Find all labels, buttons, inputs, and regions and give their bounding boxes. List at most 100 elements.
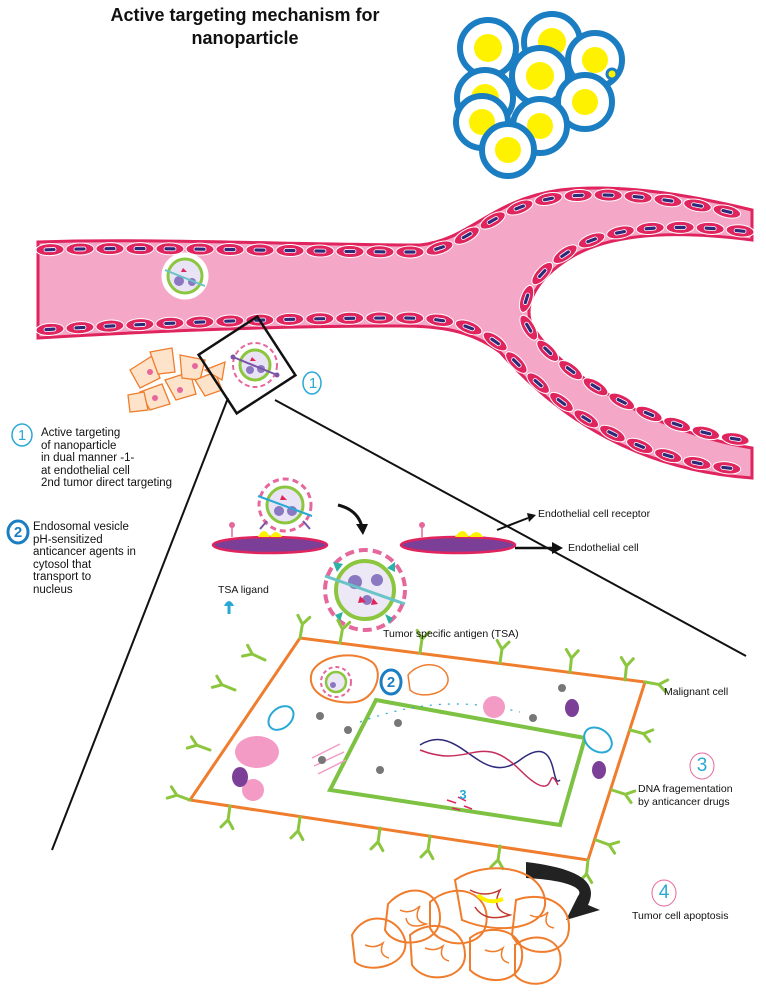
note-1-marker-circle — [11, 423, 33, 447]
endothelial-nucleus — [482, 331, 508, 352]
nanoparticle-in-zoom — [230, 342, 280, 388]
label-malignant-cell: Malignant cell — [664, 686, 729, 698]
dna-fragments — [446, 796, 473, 811]
apoptotic-chromatin — [364, 888, 555, 964]
tumor-cell-cluster-orange — [127, 347, 226, 413]
note-2-line: transport to — [33, 571, 92, 583]
antigen-receptor — [489, 844, 505, 871]
endothelial-nucleus — [335, 244, 365, 258]
dna-marker: 3 — [696, 755, 708, 776]
nucleus-marker: 3 — [459, 786, 467, 802]
label-apoptosis: Tumor cell apoptosis — [632, 910, 729, 922]
endothelial-nucleus — [275, 312, 305, 326]
curved-arrow-entry-head — [356, 524, 368, 535]
zoom-line-right — [274, 399, 747, 657]
endothelial-nucleus — [505, 351, 528, 374]
zoom-box — [196, 314, 298, 416]
note-1-line: of nanoparticle — [41, 439, 117, 452]
small-tumor-cell — [605, 67, 619, 81]
antigen-receptor — [564, 647, 580, 674]
endothelial-nucleus — [531, 261, 554, 286]
endothelial-nucleus — [582, 377, 609, 397]
note-1-line: 2nd tumor direct targeting — [41, 477, 173, 489]
endothelial-nucleus — [626, 437, 654, 454]
antigen-receptor — [495, 638, 511, 665]
apoptosis-arrow — [526, 862, 600, 920]
endothelial-nucleus — [654, 448, 683, 464]
endothelial-nucleus — [608, 392, 636, 411]
endothelial-cell-right — [399, 522, 517, 555]
note-2-number: 2 — [13, 523, 23, 541]
endothelial-nucleus — [125, 318, 155, 332]
nanoparticle-in-vessel — [161, 252, 209, 300]
note-2-line: nucleus — [33, 583, 73, 596]
receptor-pointer-head — [527, 513, 536, 522]
endothelial-nucleus — [683, 198, 712, 213]
endothelial-nucleus — [35, 243, 65, 257]
vessel-marker-circle — [302, 371, 322, 395]
endothelial-nucleus — [395, 245, 425, 259]
endothelial-nucleus — [695, 221, 725, 235]
endothelial-nucleus — [519, 314, 539, 341]
endothelial-nucleus — [305, 312, 335, 326]
endothelial-nucleus — [599, 424, 626, 443]
note-2-line: anticancer agents in — [33, 546, 136, 558]
antigen-receptor — [165, 785, 192, 802]
endothelial-nucleus — [35, 322, 65, 336]
antigen-receptor — [185, 735, 212, 752]
nanoparticle-in-endosome — [320, 666, 352, 698]
endothelial-nucleus — [720, 432, 750, 446]
diagram-title: Active targeting mechanism for nanoparti… — [80, 4, 410, 50]
endothelial-nucleus — [125, 242, 155, 256]
endothelial-nucleus — [305, 244, 335, 258]
tumor-cell-cluster — [453, 11, 625, 179]
antigen-receptor — [610, 788, 637, 805]
title-line-1: Active targeting mechanism for — [110, 5, 380, 25]
antigen-receptor — [419, 834, 435, 861]
antigen-receptor — [619, 655, 635, 682]
endothelial-nucleus — [453, 226, 480, 245]
endothelial-nucleus — [95, 319, 125, 333]
endothelial-nucleus — [518, 284, 535, 313]
endothelial-nucleus — [712, 461, 742, 475]
nanoparticle-approaching — [257, 477, 313, 533]
endothelial-nucleus — [95, 242, 125, 256]
endothelial-nucleus — [725, 224, 755, 238]
endothelial-nucleus — [682, 455, 712, 470]
antigen-receptor — [628, 728, 655, 743]
endothelial-nucleus — [479, 211, 506, 230]
endothelial-nucleus — [635, 221, 665, 236]
vessel-marker: 1 — [308, 374, 318, 392]
antigen-receptor — [594, 838, 621, 855]
curved-arrow-entry — [337, 503, 364, 528]
endothelial-nucleus — [573, 409, 600, 429]
title-line-2: nanoparticle — [191, 28, 299, 48]
endothelial-nucleus — [395, 311, 425, 325]
label-dna-fragmentation: DNA fragementation by anticancer drugs — [638, 783, 733, 809]
label-endothelial-receptor: Endothelial cell receptor — [538, 508, 651, 520]
dna-strand-1 — [419, 738, 561, 782]
endothelial-nucleus — [549, 391, 574, 413]
endothelial-nucleus — [365, 245, 395, 259]
endothelial-nucleus — [155, 316, 185, 330]
endothelial-nucleus — [215, 243, 245, 257]
apoptosis-marker-circle — [651, 879, 677, 907]
endothelial-pointer-head — [552, 542, 563, 554]
tumor-cell — [479, 121, 537, 179]
note-2-text: Endosomal vesicle pH-sensitized anticanc… — [33, 521, 163, 596]
endothelial-nucleus — [558, 359, 583, 381]
antigen-receptor — [296, 613, 312, 640]
endothelial-nucleus — [185, 242, 215, 256]
endothelial-nucleus — [635, 405, 663, 423]
endothelial-nucleus — [563, 188, 593, 202]
endothelial-nucleus — [534, 192, 563, 207]
endothelial-nucleus — [215, 314, 245, 328]
endothelial-nucleus — [245, 243, 275, 257]
endothelial-nucleus — [65, 242, 95, 256]
label-tsa: Tumor specific antigen (TSA) — [383, 628, 519, 640]
label-tsa-ligand: TSA ligand — [218, 584, 269, 596]
endothelial-nucleus — [65, 321, 95, 335]
endothelial-nucleus — [275, 244, 305, 258]
antigen-receptor — [210, 674, 237, 692]
label-dna-line-1: DNA fragementation — [638, 783, 733, 795]
